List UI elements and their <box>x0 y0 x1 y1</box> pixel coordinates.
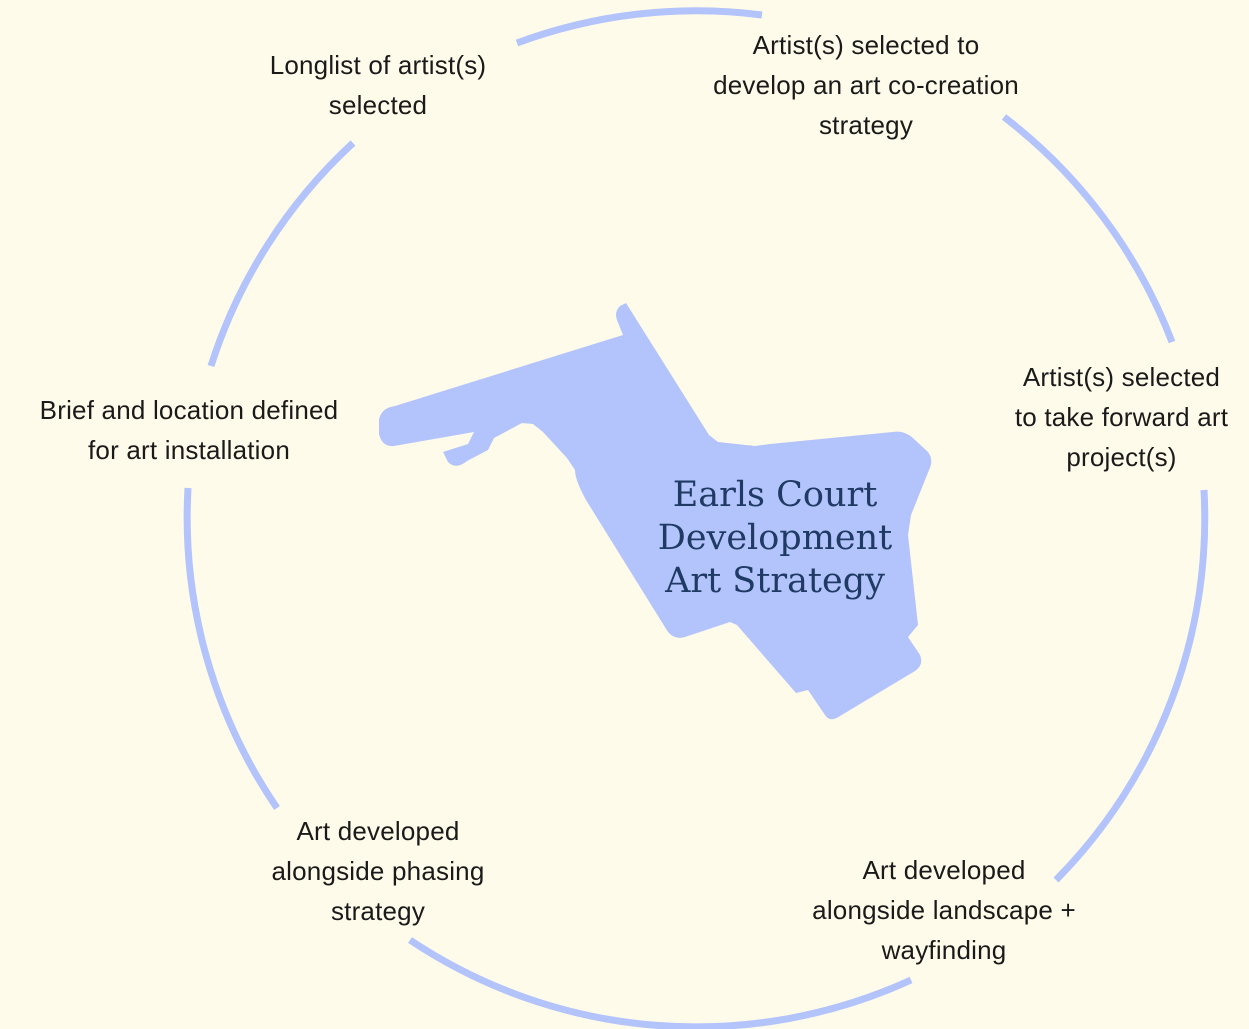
step-cocreation-strategy: Artist(s) selected to develop an art co-… <box>713 30 1019 140</box>
step-phasing-strategy: Art developed alongside phasing strategy <box>271 816 485 926</box>
ring-arc-6 <box>207 140 356 368</box>
center-title: Earls Court Development Art Strategy <box>657 475 893 601</box>
ring-arc-3 <box>1053 489 1209 883</box>
ring-arc-4 <box>408 937 913 1029</box>
step-forward-art-project: Artist(s) selected to take forward art p… <box>1014 362 1229 472</box>
ring-arc-1 <box>515 7 763 47</box>
step-brief-location: Brief and location defined for art insta… <box>39 395 339 465</box>
step-landscape-wayfinding: Art developed alongside landscape + wayf… <box>812 855 1076 965</box>
step-longlist-selected: Longlist of artist(s) selected <box>269 50 487 120</box>
cycle-ring <box>183 7 1209 1029</box>
site-map-shape <box>379 303 932 720</box>
ring-arc-2 <box>1001 114 1176 344</box>
ring-arc-5 <box>183 487 280 810</box>
